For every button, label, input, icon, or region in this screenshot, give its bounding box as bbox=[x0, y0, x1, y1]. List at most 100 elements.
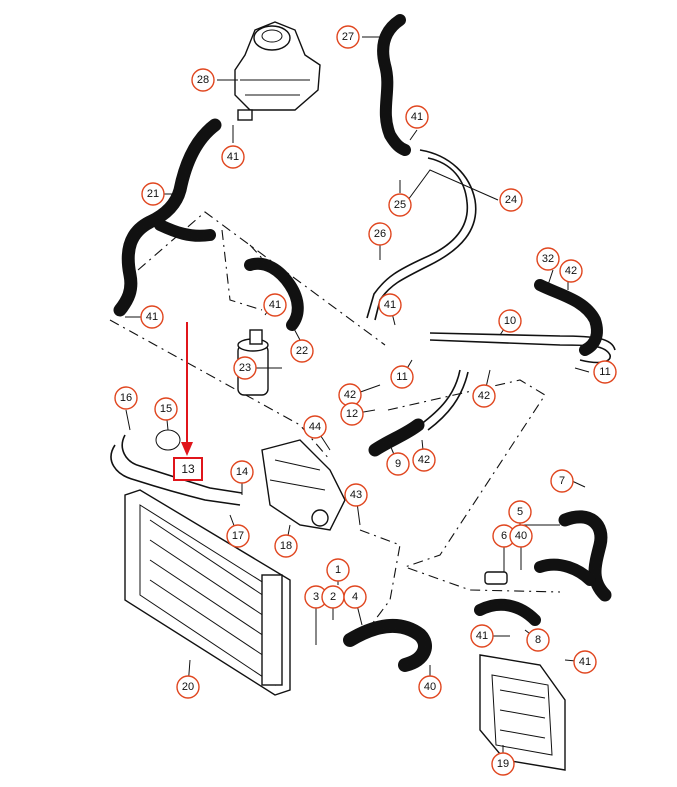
callout-number: 41 bbox=[269, 299, 281, 311]
callout-ring bbox=[326, 558, 350, 582]
callout-17[interactable]: 17 bbox=[226, 524, 250, 548]
callout-ring bbox=[499, 188, 523, 212]
callout-number: 19 bbox=[497, 758, 509, 770]
callout-18[interactable]: 18 bbox=[274, 534, 298, 558]
callout-ring bbox=[388, 193, 412, 217]
callout-ring bbox=[226, 524, 250, 548]
aux-cooler bbox=[479, 654, 566, 771]
callout-41[interactable]: 41 bbox=[405, 105, 429, 129]
callout-24[interactable]: 24 bbox=[499, 188, 523, 212]
callout-42[interactable]: 42 bbox=[338, 383, 362, 407]
callout-number: 3 bbox=[313, 591, 319, 603]
callout-41[interactable]: 41 bbox=[140, 305, 164, 329]
callout-number: 27 bbox=[342, 31, 354, 43]
callout-number: 42 bbox=[418, 454, 430, 466]
callout-number: 10 bbox=[504, 315, 516, 327]
callout-number: 26 bbox=[374, 228, 386, 240]
callout-10[interactable]: 10 bbox=[498, 309, 522, 333]
callout-41[interactable]: 41 bbox=[573, 650, 597, 674]
callout-25[interactable]: 25 bbox=[388, 193, 412, 217]
callout-42[interactable]: 42 bbox=[472, 384, 496, 408]
callout-number: 32 bbox=[542, 253, 554, 265]
callout-41[interactable]: 41 bbox=[470, 624, 494, 648]
callout-ring bbox=[491, 752, 515, 776]
callout-4[interactable]: 4 bbox=[343, 585, 367, 609]
callout-ring bbox=[509, 524, 533, 548]
callout-32[interactable]: 32 bbox=[536, 247, 560, 271]
callout-ring bbox=[559, 259, 583, 283]
callout-number: 20 bbox=[182, 681, 194, 693]
callout-number: 15 bbox=[160, 403, 172, 415]
callout-5[interactable]: 5 bbox=[508, 500, 532, 524]
callout-ring bbox=[230, 460, 254, 484]
callout-2[interactable]: 2 bbox=[321, 585, 345, 609]
callout-20[interactable]: 20 bbox=[176, 675, 200, 699]
callout-ring bbox=[263, 293, 287, 317]
callout-27[interactable]: 27 bbox=[336, 25, 360, 49]
callout-ring bbox=[141, 182, 165, 206]
callout-26[interactable]: 26 bbox=[368, 222, 392, 246]
callout-9[interactable]: 9 bbox=[386, 452, 410, 476]
callout-ring bbox=[418, 675, 442, 699]
callout-number: 6 bbox=[501, 530, 507, 542]
callout-number: 12 bbox=[346, 408, 358, 420]
callout-number: 23 bbox=[239, 362, 251, 374]
callout-number: 17 bbox=[232, 530, 244, 542]
callout-21[interactable]: 21 bbox=[141, 182, 165, 206]
callout-ring bbox=[336, 25, 360, 49]
highlight-label-13[interactable]: 13 bbox=[173, 457, 203, 481]
callout-19[interactable]: 19 bbox=[491, 752, 515, 776]
callout-11[interactable]: 11 bbox=[593, 360, 617, 384]
callout-44[interactable]: 44 bbox=[303, 415, 327, 439]
callout-ring bbox=[390, 365, 414, 389]
hose-13 bbox=[110, 429, 243, 506]
callout-42[interactable]: 42 bbox=[559, 259, 583, 283]
callout-3[interactable]: 3 bbox=[304, 585, 328, 609]
hose-8 bbox=[474, 571, 541, 626]
callout-1[interactable]: 1 bbox=[326, 558, 350, 582]
callout-43[interactable]: 43 bbox=[344, 483, 368, 507]
callout-41[interactable]: 41 bbox=[221, 145, 245, 169]
callout-ring bbox=[526, 628, 550, 652]
callout-ring bbox=[498, 309, 522, 333]
callout-number: 1 bbox=[335, 564, 341, 576]
callout-22[interactable]: 22 bbox=[290, 339, 314, 363]
callout-number: 40 bbox=[424, 681, 436, 693]
callout-ring bbox=[508, 500, 532, 524]
callout-number: 41 bbox=[384, 299, 396, 311]
callout-number: 42 bbox=[344, 389, 356, 401]
callout-ring bbox=[340, 402, 364, 426]
callout-40[interactable]: 40 bbox=[509, 524, 533, 548]
highlight-arrow bbox=[181, 322, 193, 456]
callout-11[interactable]: 11 bbox=[390, 365, 414, 389]
callout-number: 11 bbox=[396, 371, 407, 383]
callout-28[interactable]: 28 bbox=[191, 68, 215, 92]
callout-number: 21 bbox=[147, 188, 159, 200]
callout-8[interactable]: 8 bbox=[526, 628, 550, 652]
callout-ring bbox=[221, 145, 245, 169]
callout-42[interactable]: 42 bbox=[412, 448, 436, 472]
callout-40[interactable]: 40 bbox=[418, 675, 442, 699]
callout-41[interactable]: 41 bbox=[263, 293, 287, 317]
callout-number: 41 bbox=[411, 111, 423, 123]
callout-number: 41 bbox=[146, 311, 158, 323]
callout-14[interactable]: 14 bbox=[230, 460, 254, 484]
hose-4 bbox=[343, 618, 432, 672]
callout-ring bbox=[550, 469, 574, 493]
callout-12[interactable]: 12 bbox=[340, 402, 364, 426]
callout-number: 5 bbox=[517, 506, 523, 518]
callout-ring bbox=[343, 585, 367, 609]
callout-ring bbox=[593, 360, 617, 384]
callout-number: 7 bbox=[559, 475, 565, 487]
callout-7[interactable]: 7 bbox=[550, 469, 574, 493]
callout-41[interactable]: 41 bbox=[378, 293, 402, 317]
callout-23[interactable]: 23 bbox=[233, 356, 257, 380]
callout-number: 44 bbox=[309, 421, 321, 433]
callout-number: 22 bbox=[296, 345, 308, 357]
callout-16[interactable]: 16 bbox=[114, 386, 138, 410]
callout-number: 4 bbox=[352, 591, 358, 603]
callout-15[interactable]: 15 bbox=[154, 397, 178, 421]
